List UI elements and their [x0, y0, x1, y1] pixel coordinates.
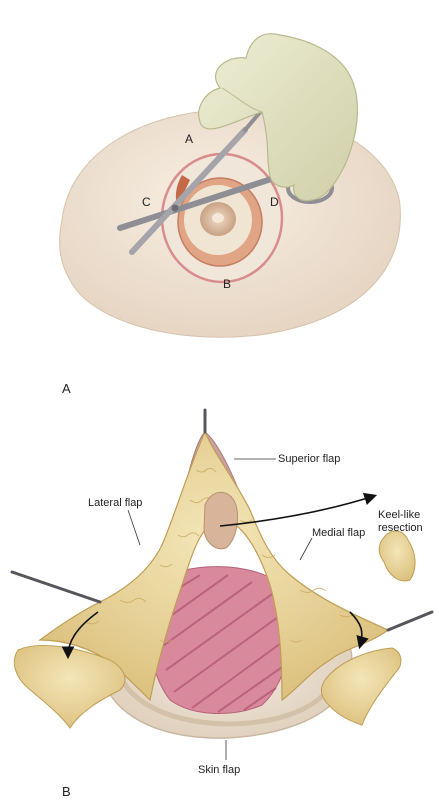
gloved-hand [198, 33, 359, 202]
arrow-medial [349, 611, 369, 650]
panel-b: Superior flap Keel-like resection Latera… [10, 408, 434, 799]
panel-a-label: A [62, 381, 71, 396]
label-b: B [223, 277, 231, 291]
panel-a: A B C D A [59, 33, 401, 396]
keel-resection-piece [378, 530, 416, 582]
label-d: D [270, 195, 279, 209]
lateral-resection-piece [13, 644, 126, 729]
label-lateral-flap: Lateral flap [88, 497, 142, 509]
label-superior-flap: Superior flap [278, 453, 340, 465]
label-medial-flap: Medial flap [312, 527, 365, 539]
arrow-lateral [61, 611, 99, 660]
leader-lines [127, 458, 313, 760]
label-c: C [142, 195, 151, 209]
gland-tissue [203, 491, 239, 550]
label-keel-resection-1: Keel-like [378, 509, 420, 521]
medial-resection-piece [320, 647, 402, 726]
muscle-fibers [157, 574, 289, 713]
retractor-hooks [10, 408, 434, 632]
panel-b-label: B [62, 784, 71, 799]
arrow-keel [219, 492, 378, 527]
label-a: A [185, 132, 193, 146]
nipple-tip [212, 213, 224, 223]
label-keel-resection-2: resection [378, 522, 423, 534]
label-skin-flap: Skin flap [198, 764, 240, 776]
